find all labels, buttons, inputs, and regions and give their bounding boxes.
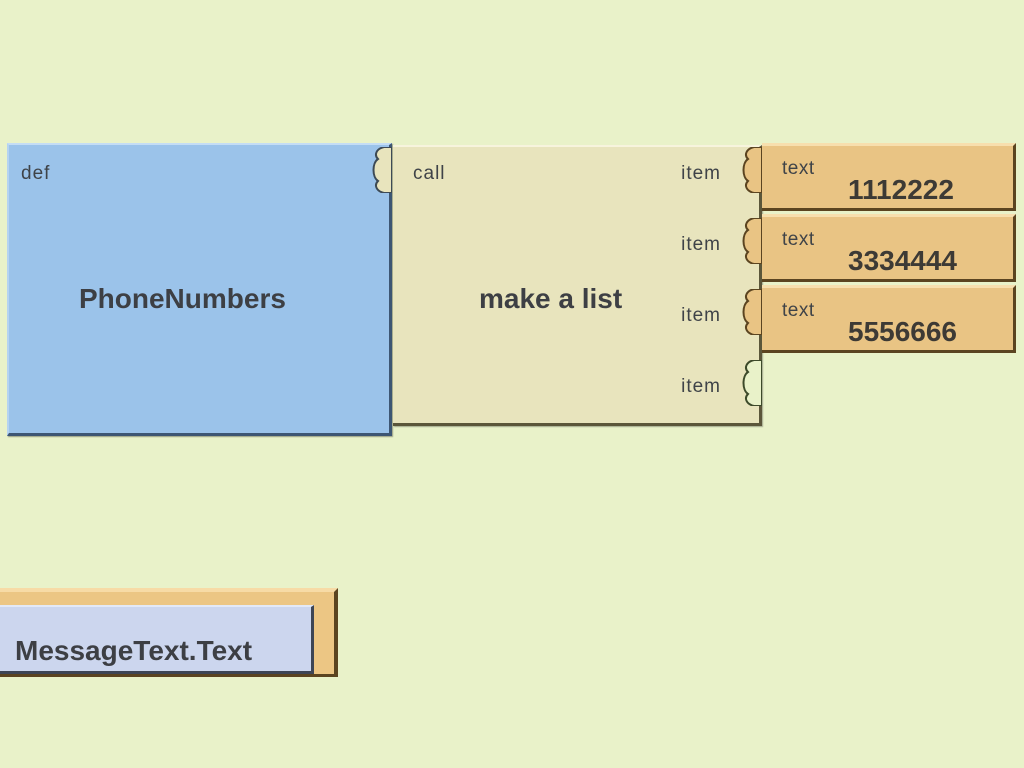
item-socket-4-empty-icon[interactable] <box>740 360 762 406</box>
text-keyword-label: text <box>782 229 815 250</box>
item-socket-2-icon[interactable] <box>740 218 762 264</box>
item-socket-3-icon[interactable] <box>740 289 762 335</box>
call-keyword-label: call <box>413 163 446 184</box>
def-variable-block[interactable]: def PhoneNumbers <box>7 143 392 436</box>
text-block-3[interactable]: text 5556666 <box>762 285 1016 353</box>
text-block-2[interactable]: text 3334444 <box>762 214 1016 282</box>
make-a-list-block[interactable]: call make a list item item item item <box>393 145 762 426</box>
text-keyword-label: text <box>782 158 815 179</box>
component-property-block[interactable]: MessageText.Text <box>0 605 314 674</box>
text-value-2[interactable]: 3334444 <box>848 245 958 276</box>
item-label-4: item <box>681 376 721 397</box>
item-label-2: item <box>681 234 721 255</box>
item-socket-1-icon[interactable] <box>740 147 762 193</box>
text-block-1[interactable]: text 1112222 <box>762 143 1016 211</box>
text-value-1[interactable]: 1112222 <box>848 174 954 205</box>
def-keyword-label: def <box>21 163 51 184</box>
puzzle-connector-icon <box>372 147 392 193</box>
variable-name-phonenumbers[interactable]: PhoneNumbers <box>79 283 286 314</box>
messagetext-text-label: MessageText.Text <box>15 635 253 666</box>
item-label-1: item <box>681 163 721 184</box>
text-keyword-label: text <box>782 300 815 321</box>
make-a-list-label: make a list <box>479 283 623 314</box>
text-value-3[interactable]: 5556666 <box>848 316 958 347</box>
item-label-3: item <box>681 305 721 326</box>
